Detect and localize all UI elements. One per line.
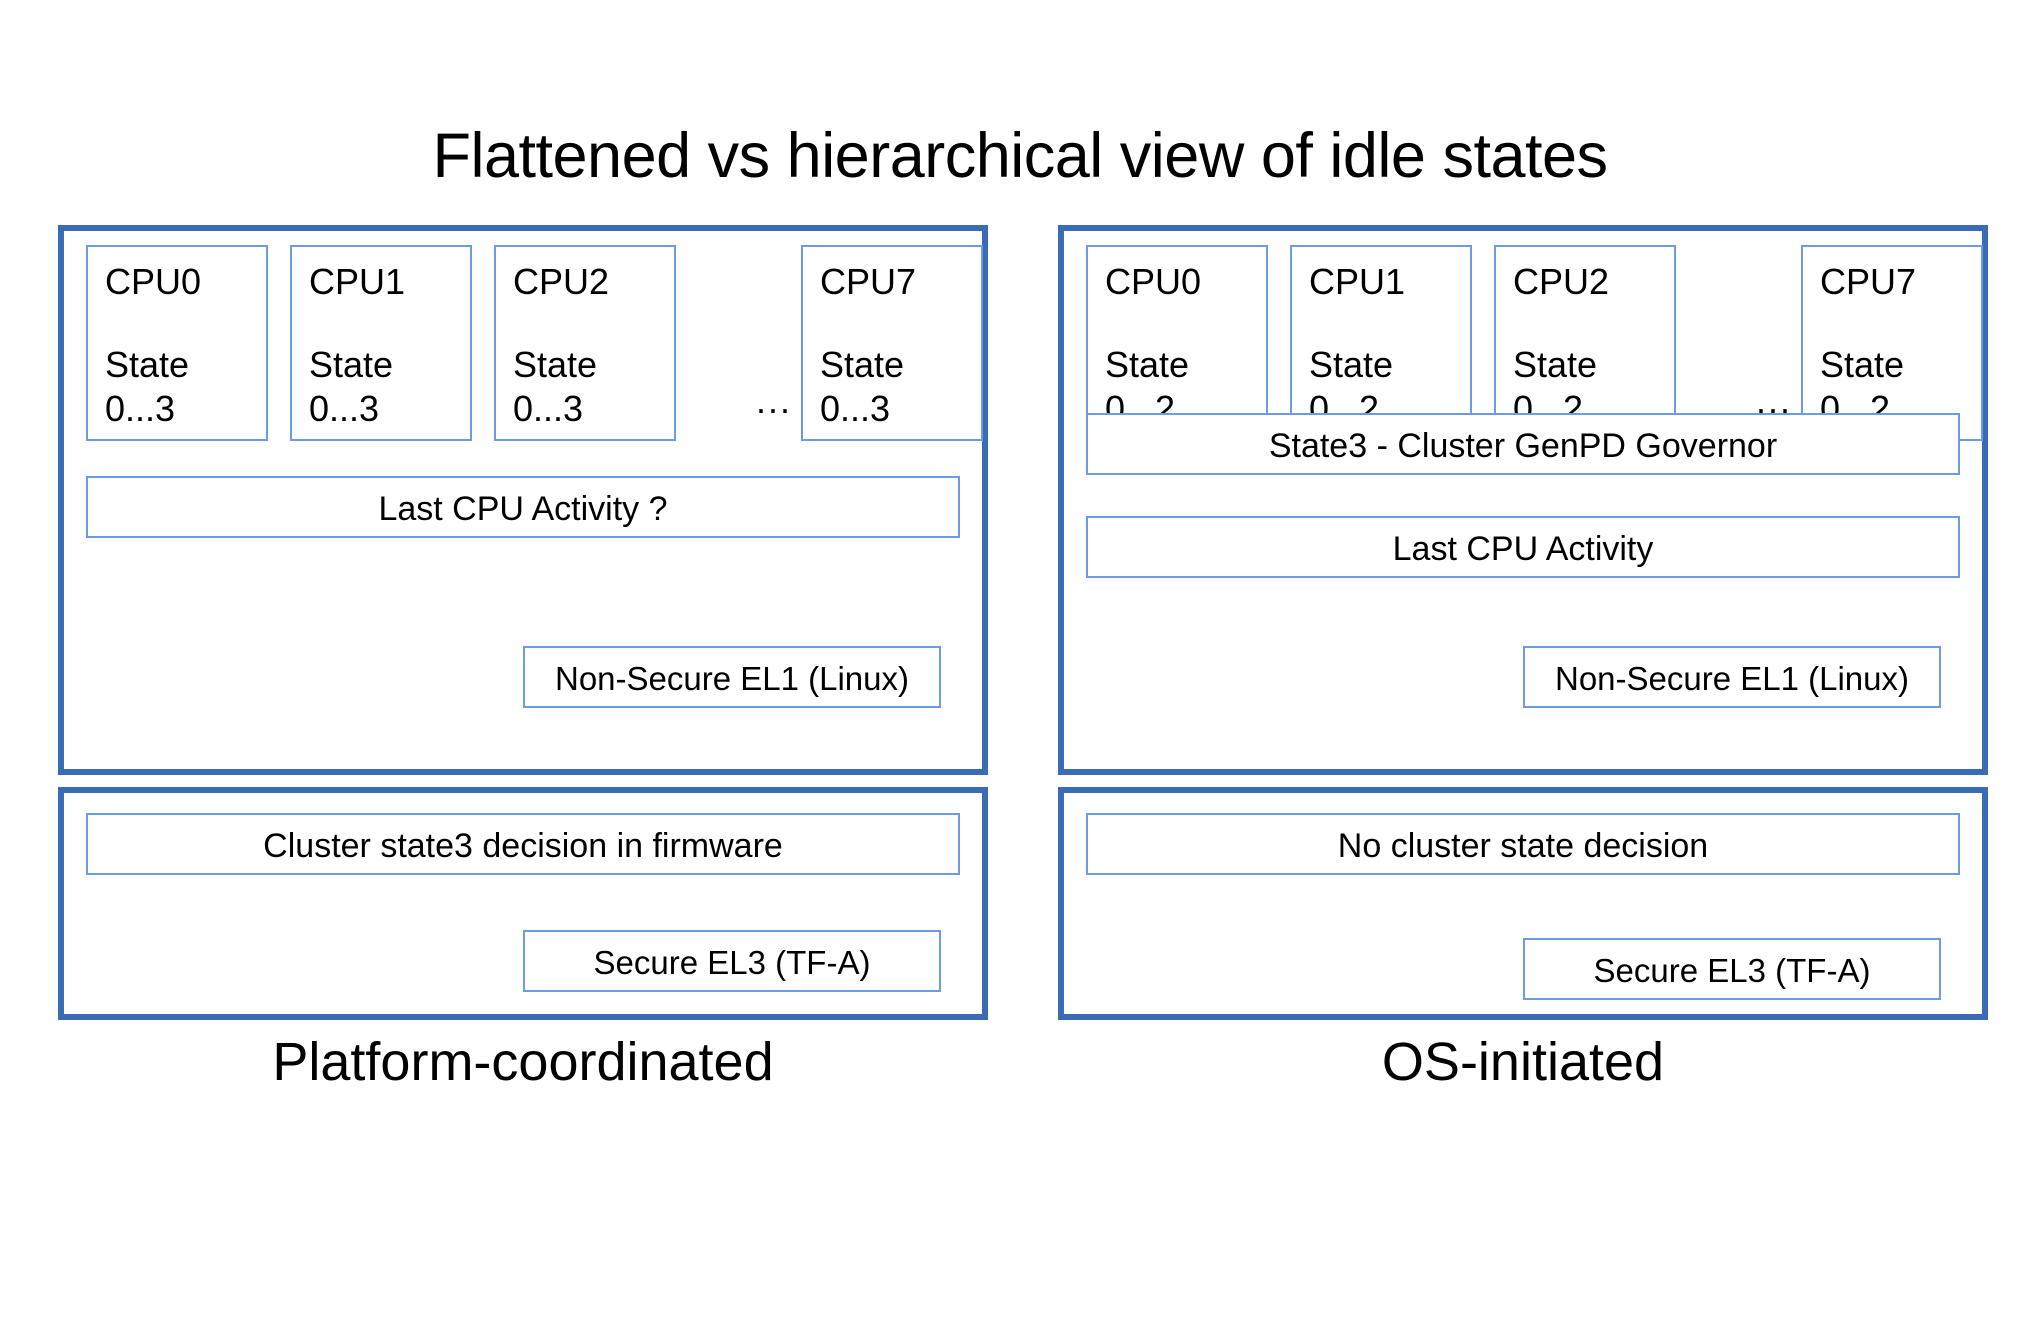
cpu-label: CPU7	[820, 261, 917, 302]
right-exception-level-el3: Secure EL3 (TF-A)	[1523, 938, 1941, 1000]
left-exception-level-el1: Non-Secure EL1 (Linux)	[523, 646, 941, 708]
right-no-cluster-decision-bar[interactable]: No cluster state decision	[1086, 813, 1960, 875]
cpu-label: CPU7	[1820, 261, 1917, 302]
left-panel-caption: Platform-coordinated	[272, 1032, 774, 1092]
cpu-label: CPU1	[1309, 261, 1406, 302]
cpu-label: CPU0	[1105, 261, 1202, 302]
cpu-label: CPU2	[1513, 261, 1610, 302]
cpu-label: CPU0	[105, 261, 202, 302]
cpu-label: CPU1	[309, 261, 406, 302]
right-firmware-panel: No cluster state decision Secure EL3 (TF…	[1058, 787, 1988, 1020]
left-last-cpu-activity-bar[interactable]: Last CPU Activity ?	[86, 476, 960, 538]
left-exception-level-el3: Secure EL3 (TF-A)	[523, 930, 941, 992]
cpu-label: CPU2	[513, 261, 610, 302]
right-panel-caption: OS-initiated	[1381, 1032, 1665, 1092]
page-title: Flattened vs hierarchical view of idle s…	[432, 121, 1608, 191]
right-cluster-genpd-governor-bar[interactable]: State3 - Cluster GenPD Governor	[1086, 413, 1960, 475]
left-firmware-panel: Cluster state3 decision in firmware Secu…	[58, 787, 988, 1020]
left-cpu-ellipsis: ...	[756, 380, 793, 421]
right-exception-level-el1: Non-Secure EL1 (Linux)	[1523, 646, 1941, 708]
left-cluster-decision-bar[interactable]: Cluster state3 decision in firmware	[86, 813, 960, 875]
right-last-cpu-activity-bar[interactable]: Last CPU Activity	[1086, 516, 1960, 578]
